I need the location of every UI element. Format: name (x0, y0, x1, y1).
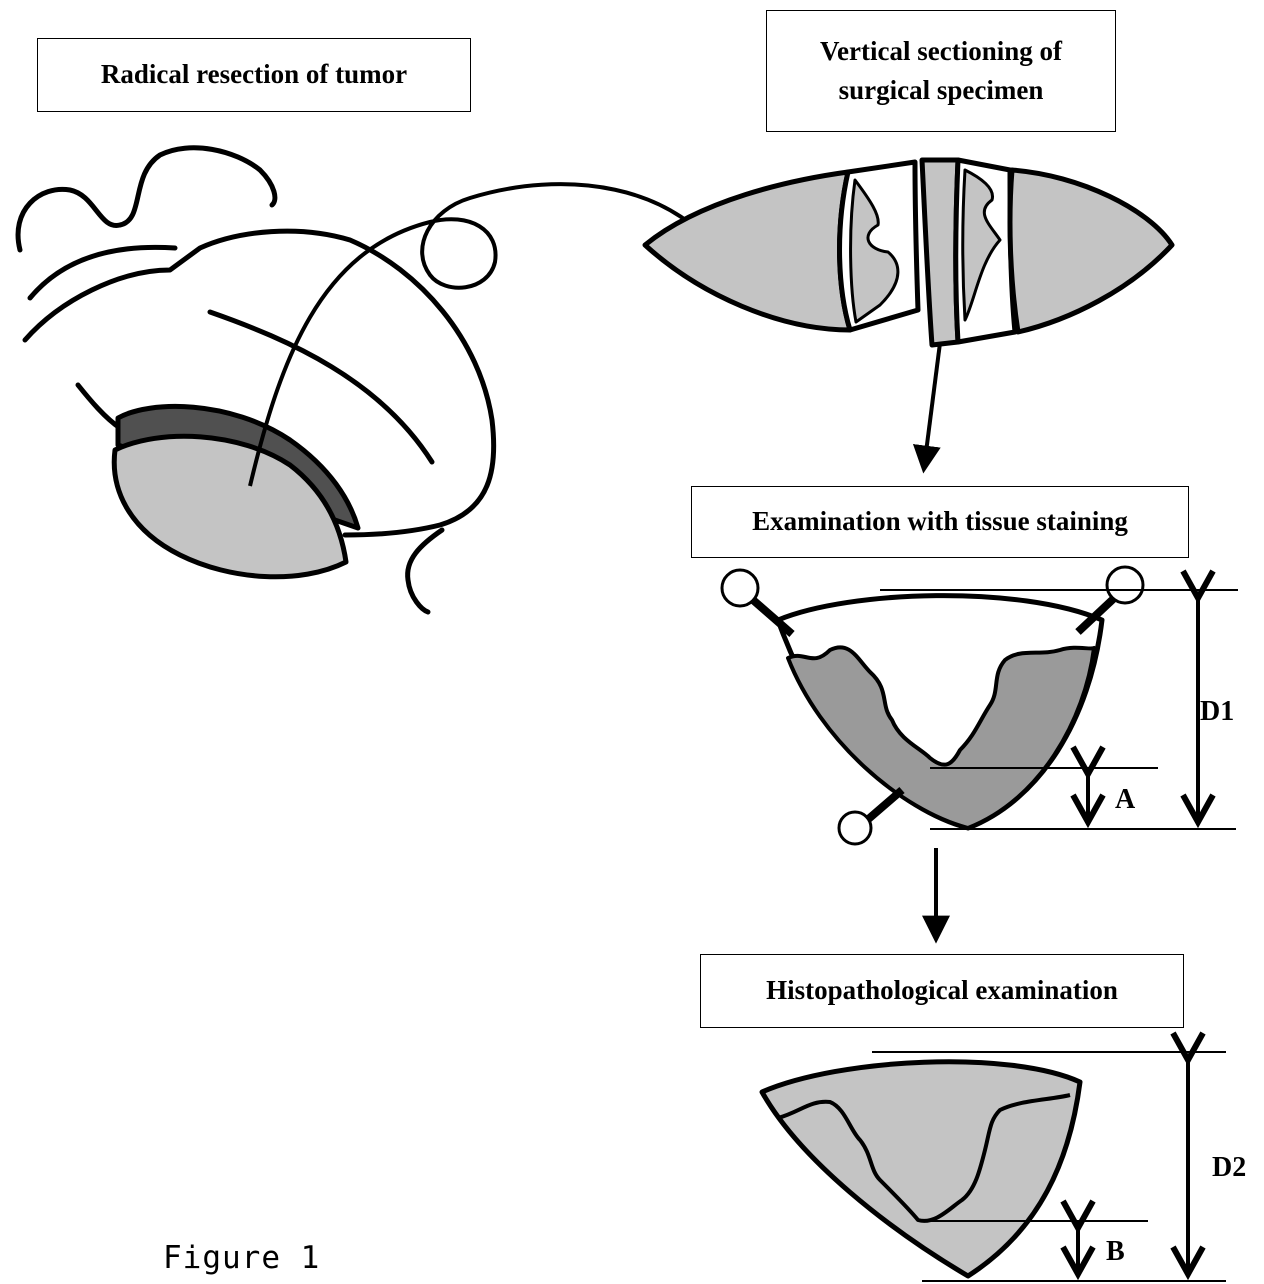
stained-specimen (722, 567, 1143, 844)
d1-label: D1 (1200, 696, 1234, 728)
staining-label: Examination with tissue staining (691, 486, 1189, 558)
histology-outline (762, 1062, 1080, 1276)
specimen-right-segment (1010, 170, 1172, 332)
sectioning-label: Vertical sectioning of surgical specimen (766, 10, 1116, 132)
transfer-arrow (250, 184, 730, 486)
arrow-to-staining (924, 343, 940, 468)
chin-line (408, 530, 442, 612)
sectioned-specimen (645, 160, 1172, 345)
specimen-left-segment (645, 172, 850, 330)
d2-label: D2 (1212, 1152, 1246, 1184)
histopathology-label: Histopathological examination (700, 954, 1184, 1028)
b-label: B (1106, 1236, 1125, 1268)
resection-label: Radical resection of tumor (37, 38, 471, 112)
figure-caption: Figure 1 (163, 1240, 320, 1276)
specimen-center-slice (922, 160, 958, 345)
a-label: A (1115, 784, 1135, 816)
histology-specimen (762, 1062, 1080, 1276)
shoulder-line (78, 385, 120, 428)
